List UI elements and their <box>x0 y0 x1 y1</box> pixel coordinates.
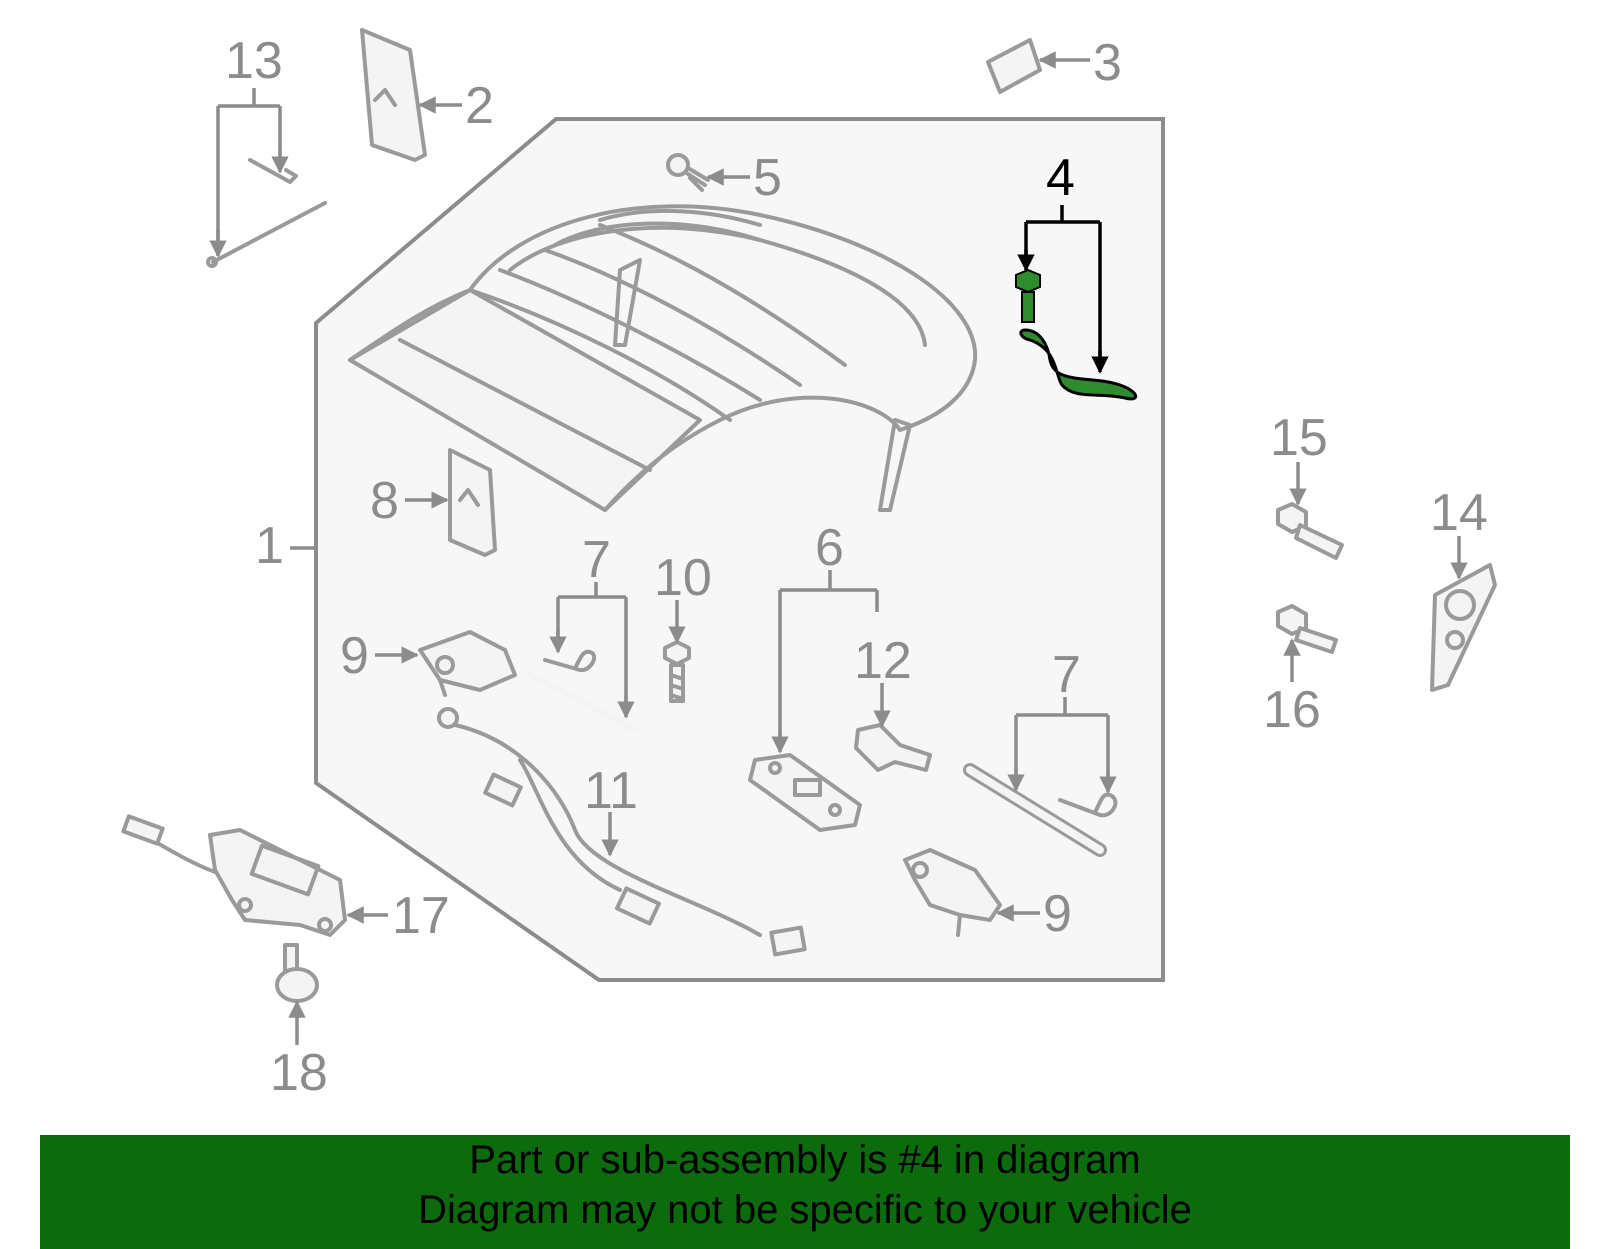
callout-9-lower: 9 <box>1043 885 1072 943</box>
callout-14: 14 <box>1430 484 1488 542</box>
callout-15: 15 <box>1270 409 1328 467</box>
callout-1: 1 <box>255 517 284 575</box>
callout-3: 3 <box>1093 34 1122 92</box>
part-7-rod-upper <box>527 649 638 733</box>
part-7-rod-lower <box>963 763 1118 857</box>
part-5-bolt <box>666 153 710 192</box>
callout-10: 10 <box>654 549 712 607</box>
part-12-switch <box>854 723 932 772</box>
part-18-bolt <box>275 943 319 1003</box>
callout-8: 8 <box>370 472 399 530</box>
part-8-pouch <box>448 448 497 557</box>
callout-6: 6 <box>815 519 844 577</box>
callout-7-lower: 7 <box>1052 646 1081 704</box>
callout-5: 5 <box>753 149 782 207</box>
part-9-hinge-upper <box>418 630 517 697</box>
part-2-pouch <box>360 28 427 162</box>
roof-frame-part <box>348 204 978 512</box>
part-11-harness <box>437 707 807 957</box>
part-3-pad <box>986 38 1042 94</box>
callout-16: 16 <box>1263 681 1321 739</box>
part-16-bolt <box>1276 604 1338 654</box>
part-14-bracket <box>1430 563 1497 692</box>
part-6-plate <box>748 753 862 832</box>
assembly-1-outline <box>314 117 1165 982</box>
part-15-bolt <box>1276 502 1344 560</box>
callout-7-upper: 7 <box>582 531 611 589</box>
callout-11: 11 <box>584 762 638 820</box>
part-13-strut <box>206 158 327 268</box>
callout-2: 2 <box>465 77 494 135</box>
callout-9-upper: 9 <box>340 627 369 685</box>
part-17-panel <box>121 814 347 937</box>
part-9-hinge-lower <box>903 848 1002 937</box>
part-10-bolt <box>663 640 691 703</box>
callout-18: 18 <box>270 1044 328 1102</box>
callout-17: 17 <box>392 887 450 945</box>
info-banner: Part or sub-assembly is #4 in diagram Di… <box>40 1135 1570 1249</box>
banner-line-1: Part or sub-assembly is #4 in diagram <box>469 1138 1141 1182</box>
callout-4: 4 <box>1046 149 1075 207</box>
callout-12: 12 <box>854 632 912 690</box>
callout-13: 13 <box>225 32 283 90</box>
banner-line-2: Diagram may not be specific to your vehi… <box>418 1188 1192 1232</box>
